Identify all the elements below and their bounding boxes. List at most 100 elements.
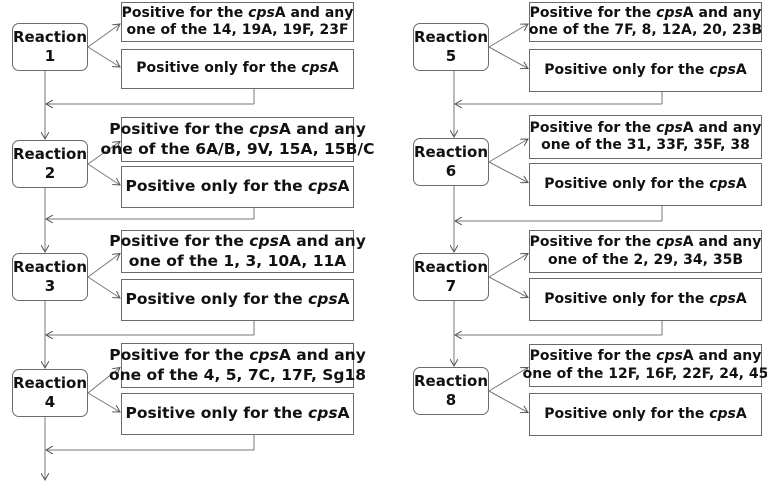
result-line-1: Positive for the cpsA and any [530, 234, 762, 252]
serotype-list: one of the 6A/B, 9V, 15A, 15B/C [100, 139, 375, 158]
gene-name: cps [249, 120, 279, 139]
branch-arrow-down [488, 46, 528, 69]
gene-name: cps [656, 234, 683, 250]
only-prefix-text: Positive only for the [544, 61, 710, 78]
result-box-positive-only: Positive only for the cpsA [529, 393, 762, 436]
gene-suffix: A [337, 404, 350, 423]
gene-name: cps [249, 346, 279, 365]
result-line-1: Positive for the cpsA and any [109, 346, 366, 365]
branch-arrow-up [87, 368, 120, 394]
serotype-list: one of the 31, 33F, 35F, 38 [541, 137, 750, 153]
branch-arrow-down [488, 161, 528, 183]
branch-arrow-down [87, 46, 120, 67]
gene-suffix: A [274, 4, 286, 21]
gene-suffix: A [337, 290, 350, 309]
gene-suffix: A [735, 175, 747, 192]
branch-arrow-down [488, 390, 528, 413]
serotype-list: one of the 4, 5, 7C, 17F, Sg18 [108, 365, 367, 384]
result-line-1: Positive for the cpsA and any [122, 5, 354, 23]
result-box-positive-only: Positive only for the cpsA [529, 278, 762, 321]
result-box-positive-only: Positive only for the cpsA [121, 279, 354, 321]
reaction-number: 3 [44, 277, 56, 295]
only-prefix-text: Positive only for the [136, 60, 302, 77]
reaction-label: Reaction [12, 145, 88, 164]
gene-suffix: A [682, 4, 694, 21]
gene-suffix: A [278, 232, 291, 251]
gene-name: cps [308, 404, 338, 423]
serotype-list: one of the 1, 3, 10A, 11A [128, 251, 347, 270]
only-prefix-text: Positive only for the [125, 290, 309, 309]
positive-prefix-text: Positive for the [529, 119, 657, 136]
positive-suffix-text: and any [290, 232, 366, 251]
positive-suffix-text: and any [290, 120, 366, 139]
positive-prefix-text: Positive for the [529, 348, 657, 364]
positive-suffix-text: and any [693, 234, 762, 250]
result-only-line: Positive only for the cpsA [544, 406, 746, 424]
branch-arrow-down [87, 276, 120, 298]
gene-name: cps [656, 348, 683, 364]
reaction-number: 1 [44, 47, 56, 65]
branch-arrow-down [488, 276, 528, 298]
gene-name: cps [709, 61, 736, 78]
reaction-number: 8 [445, 391, 457, 409]
reaction-number: 2 [44, 164, 56, 182]
positive-prefix-text: Positive for the [109, 232, 250, 251]
gene-suffix: A [682, 348, 694, 364]
positive-prefix-text: Positive for the [529, 4, 657, 21]
gene-suffix: A [337, 177, 350, 196]
result-only-line: Positive only for the cpsA [125, 177, 349, 196]
reaction-label: Reaction [12, 28, 88, 47]
gene-suffix: A [327, 60, 339, 77]
reaction-number: 4 [44, 393, 56, 411]
gene-name: cps [709, 175, 736, 192]
serotype-list: one of the 12F, 16F, 22F, 24, 45 [522, 365, 767, 382]
branch-arrow-up [488, 368, 528, 392]
branch-arrow-down [87, 163, 120, 185]
only-prefix-text: Positive only for the [125, 404, 309, 423]
gene-suffix: A [682, 119, 694, 136]
result-only-line: Positive only for the cpsA [544, 62, 746, 80]
reaction-label: Reaction [413, 258, 489, 277]
gene-name: cps [301, 60, 328, 77]
positive-prefix-text: Positive for the [121, 4, 249, 21]
result-only-line: Positive only for the cpsA [544, 291, 746, 309]
result-line-1: Positive for the cpsA and any [530, 120, 762, 138]
gene-suffix: A [278, 120, 291, 139]
gene-suffix: A [735, 290, 747, 307]
only-prefix-text: Positive only for the [544, 405, 710, 422]
branch-arrow-up [488, 254, 528, 278]
reaction-label: Reaction [12, 258, 88, 277]
reaction-number: 6 [445, 162, 457, 180]
result-box-positive-only: Positive only for the cpsA [121, 49, 354, 89]
gene-suffix: A [278, 346, 291, 365]
result-line-1: Positive for the cpsA and any [109, 120, 366, 139]
gene-name: cps [709, 405, 736, 422]
result-box-positive-only: Positive only for the cpsA [121, 166, 354, 208]
branch-arrow-up [87, 254, 120, 278]
positive-suffix-text: and any [285, 4, 354, 21]
reaction-label: Reaction [12, 374, 88, 393]
result-only-line: Positive only for the cpsA [544, 176, 746, 194]
serotype-list: one of the 7F, 8, 12A, 20, 23B [528, 22, 763, 38]
branch-arrow-down [87, 392, 120, 412]
gene-name: cps [308, 290, 338, 309]
gene-name: cps [249, 232, 279, 251]
positive-prefix-text: Positive for the [109, 346, 250, 365]
result-box-positive-only: Positive only for the cpsA [529, 163, 762, 206]
only-prefix-text: Positive only for the [544, 290, 710, 307]
positive-suffix-text: and any [693, 4, 762, 21]
reaction-number: 7 [445, 277, 457, 295]
